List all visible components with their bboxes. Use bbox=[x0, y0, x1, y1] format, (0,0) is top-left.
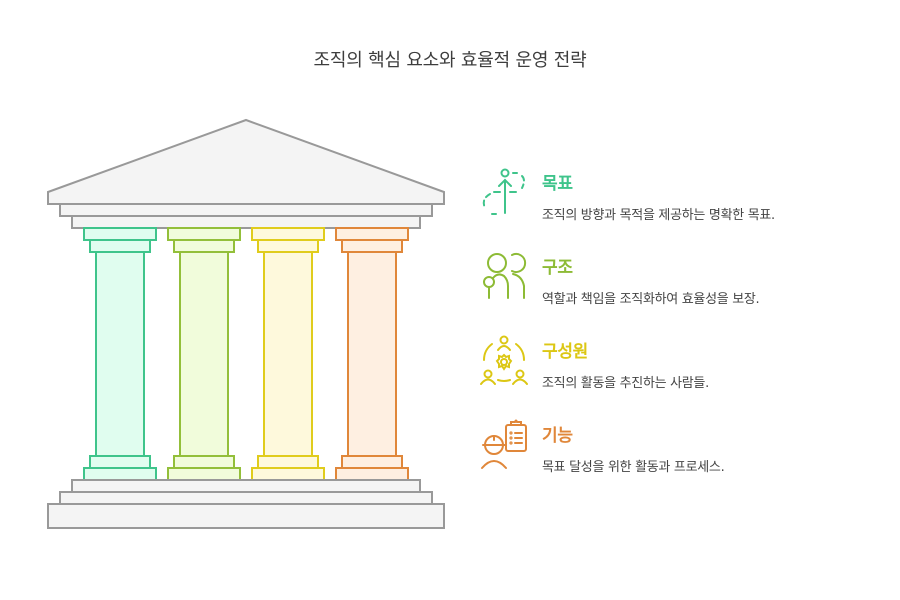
item-structure-label: 구조 bbox=[542, 258, 573, 278]
goal-arrow-icon bbox=[482, 168, 525, 215]
temple-diagram bbox=[47, 118, 445, 529]
item-members: 구성원 조직의 활동을 추진하는 사람들. bbox=[478, 334, 878, 394]
item-structure-description: 역할과 책임을 조직화하여 효율성을 보장. bbox=[542, 292, 760, 307]
pillar-members bbox=[251, 227, 325, 481]
temple-base-step-1 bbox=[71, 479, 421, 493]
diagram-title: 조직의 핵심 요소와 효율적 운영 전략 bbox=[313, 50, 587, 71]
pillar-function bbox=[335, 227, 409, 481]
item-goal-label: 목표 bbox=[542, 174, 573, 194]
item-function-description: 목표 달성을 위한 활동과 프로세스. bbox=[542, 460, 725, 475]
item-structure: 구조 역할과 책임을 조직화하여 효율성을 보장. bbox=[478, 250, 878, 310]
worker-checklist-icon bbox=[481, 419, 527, 469]
item-goal-description: 조직의 방향과 목적을 제공하는 명확한 목표. bbox=[542, 208, 775, 223]
item-members-label: 구성원 bbox=[542, 342, 589, 362]
temple-base-step-3 bbox=[47, 503, 445, 529]
temple-entablature-1 bbox=[59, 203, 433, 217]
item-goal: 목표 조직의 방향과 목적을 제공하는 명확한 목표. bbox=[478, 166, 878, 226]
pillar-goal bbox=[83, 227, 157, 481]
people-group-icon bbox=[483, 253, 527, 299]
pillar-structure bbox=[167, 227, 241, 481]
item-members-description: 조직의 활동을 추진하는 사람들. bbox=[542, 376, 709, 391]
temple-entablature-2 bbox=[71, 215, 421, 229]
item-function: 기능 목표 달성을 위한 활동과 프로세스. bbox=[478, 418, 878, 478]
item-function-label: 기능 bbox=[542, 426, 573, 446]
temple-base-step-2 bbox=[59, 491, 433, 505]
team-gear-icon bbox=[480, 335, 528, 385]
temple-roof bbox=[47, 118, 445, 205]
